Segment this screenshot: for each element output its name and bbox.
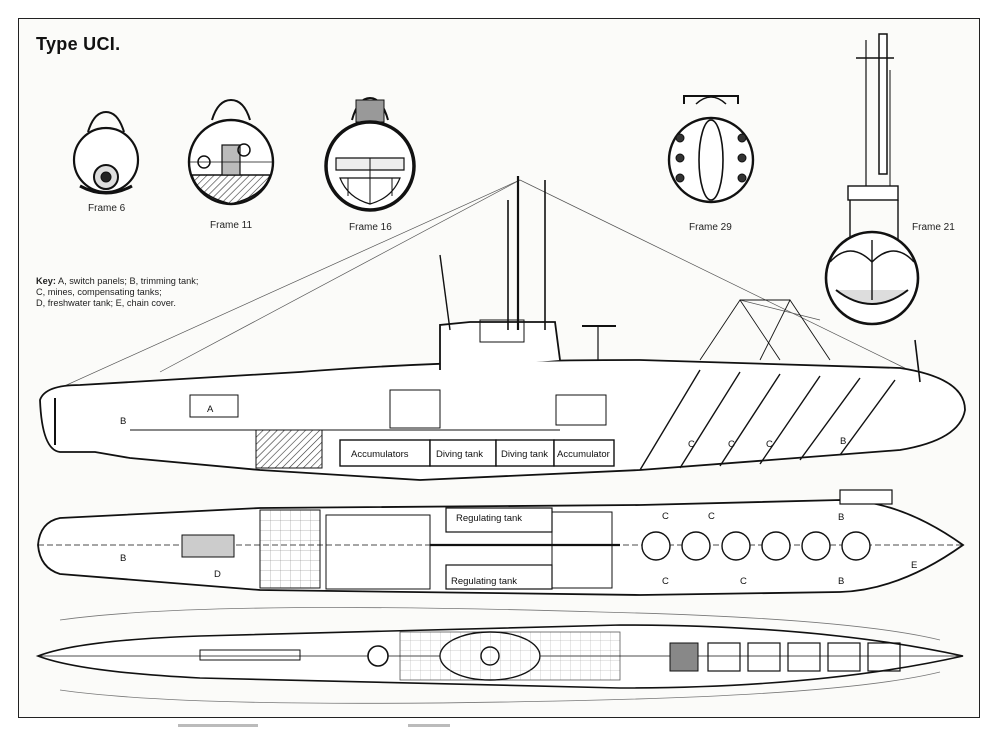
footer-mark-right <box>408 724 450 727</box>
drawing-title: Type UCI. <box>36 34 121 54</box>
side-letter-c-3: C <box>766 439 773 450</box>
frame-6-label: Frame 6 <box>88 203 126 214</box>
frame-29-section <box>667 95 755 204</box>
frame-21-label: Frame 21 <box>912 222 955 233</box>
plan-letter-c-2: C <box>708 511 715 522</box>
plan-letter-c-1: C <box>662 511 669 522</box>
frame-16-section <box>324 96 416 212</box>
key-line-2: C, mines, compensating tanks; <box>36 287 162 297</box>
frame-11-section <box>187 98 275 206</box>
side-letter-b-fwd: B <box>840 436 846 447</box>
frame-29-label: Frame 29 <box>689 222 732 233</box>
side-letter-c-1: C <box>688 439 695 450</box>
footer-mark-left <box>178 724 258 727</box>
side-letter-a: A <box>207 404 214 415</box>
plan-letter-e: E <box>911 560 917 571</box>
side-label-diving-tank-1: Diving tank <box>436 449 483 460</box>
deck-plan <box>35 607 964 704</box>
key-line-3: D, freshwater tank; E, chain cover. <box>36 298 176 308</box>
plan-label-regulating-tank-1: Regulating tank <box>456 513 522 524</box>
side-label-accumulator: Accumulator <box>557 449 610 460</box>
plan-letter-b-fwd-2: B <box>838 576 844 587</box>
frame-16-label: Frame 16 <box>349 222 392 233</box>
key-heading: Key: <box>36 276 56 286</box>
plan-letter-c-3: C <box>662 576 669 587</box>
key-line-1: A, switch panels; B, trimming tank; <box>57 276 199 286</box>
side-letter-b-aft: B <box>120 416 126 427</box>
frame-6-section <box>72 110 140 195</box>
frame-21-section <box>824 33 920 326</box>
side-elevation <box>39 176 966 481</box>
plan-letter-c-4: C <box>740 576 747 587</box>
plan-letter-b-aft: B <box>120 553 126 564</box>
side-label-diving-tank-2: Diving tank <box>501 449 548 460</box>
side-letter-c-2: C <box>728 439 735 450</box>
side-label-accumulators: Accumulators <box>351 449 409 460</box>
plan-letter-b-fwd-1: B <box>838 512 844 523</box>
frame-11-label: Frame 11 <box>210 220 253 231</box>
plan-label-regulating-tank-2: Regulating tank <box>451 576 517 587</box>
plan-letter-d: D <box>214 569 221 580</box>
plan-view <box>37 489 965 596</box>
key-legend: Key: A, switch panels; B, trimming tank;… <box>36 276 198 309</box>
